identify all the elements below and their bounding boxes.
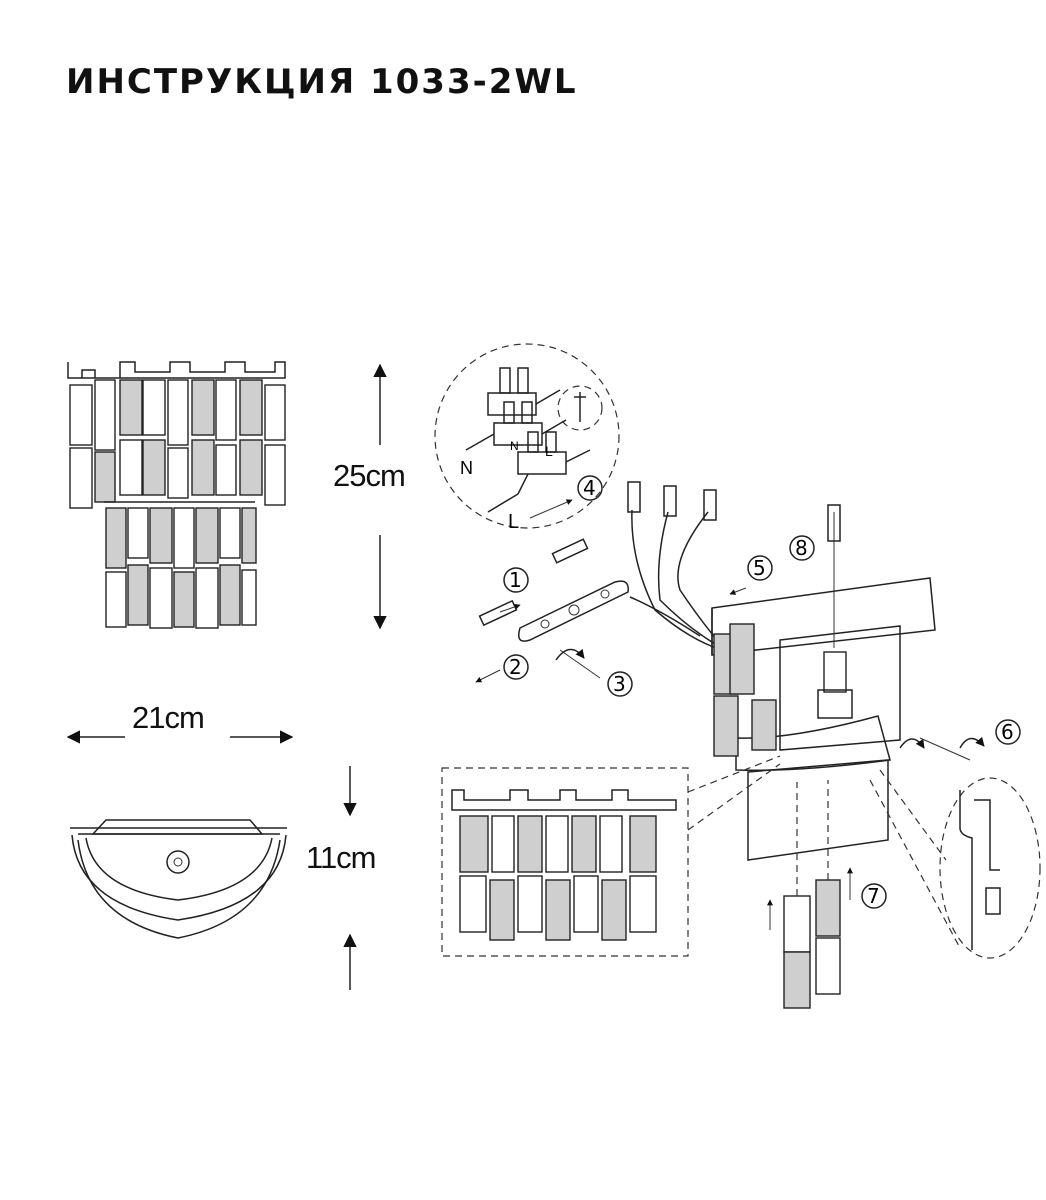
- wiring-detail: [434, 343, 620, 529]
- step-8-number: 8: [795, 536, 808, 560]
- step-1-number: 1: [509, 568, 522, 592]
- step-markers: 1 2 3 4 5 6 7 8: [503, 475, 1021, 909]
- wiring-label-n-small: N: [510, 439, 519, 453]
- depth-dimension-label: 11cm: [306, 840, 377, 875]
- wiring-label-l: L: [508, 511, 519, 533]
- mounting-plate: [475, 538, 629, 683]
- step-3-number: 3: [613, 672, 626, 696]
- step-6-number: 6: [1001, 720, 1014, 744]
- width-dimension-label: 21cm: [132, 700, 205, 735]
- wiring-label-n: N: [460, 458, 473, 478]
- hanging-crystals: [767, 780, 853, 1009]
- step-5-number: 5: [753, 556, 766, 580]
- connectors: [627, 481, 717, 521]
- step-2-number: 2: [509, 655, 522, 679]
- crystal-inset: [441, 767, 689, 957]
- step-7-number: 7: [867, 884, 880, 908]
- step-4-number: 4: [583, 476, 596, 500]
- top-view: [70, 819, 287, 939]
- wiring-label-l-small: L: [545, 443, 553, 459]
- lamp-assembly: [711, 504, 936, 861]
- hook-detail: [869, 769, 1041, 959]
- page-title: ИНСТРУКЦИЯ 1033-2WL: [66, 62, 578, 102]
- rotation-arrows: [555, 587, 985, 761]
- front-view: [67, 361, 286, 629]
- height-dimension-label: 25cm: [333, 458, 406, 493]
